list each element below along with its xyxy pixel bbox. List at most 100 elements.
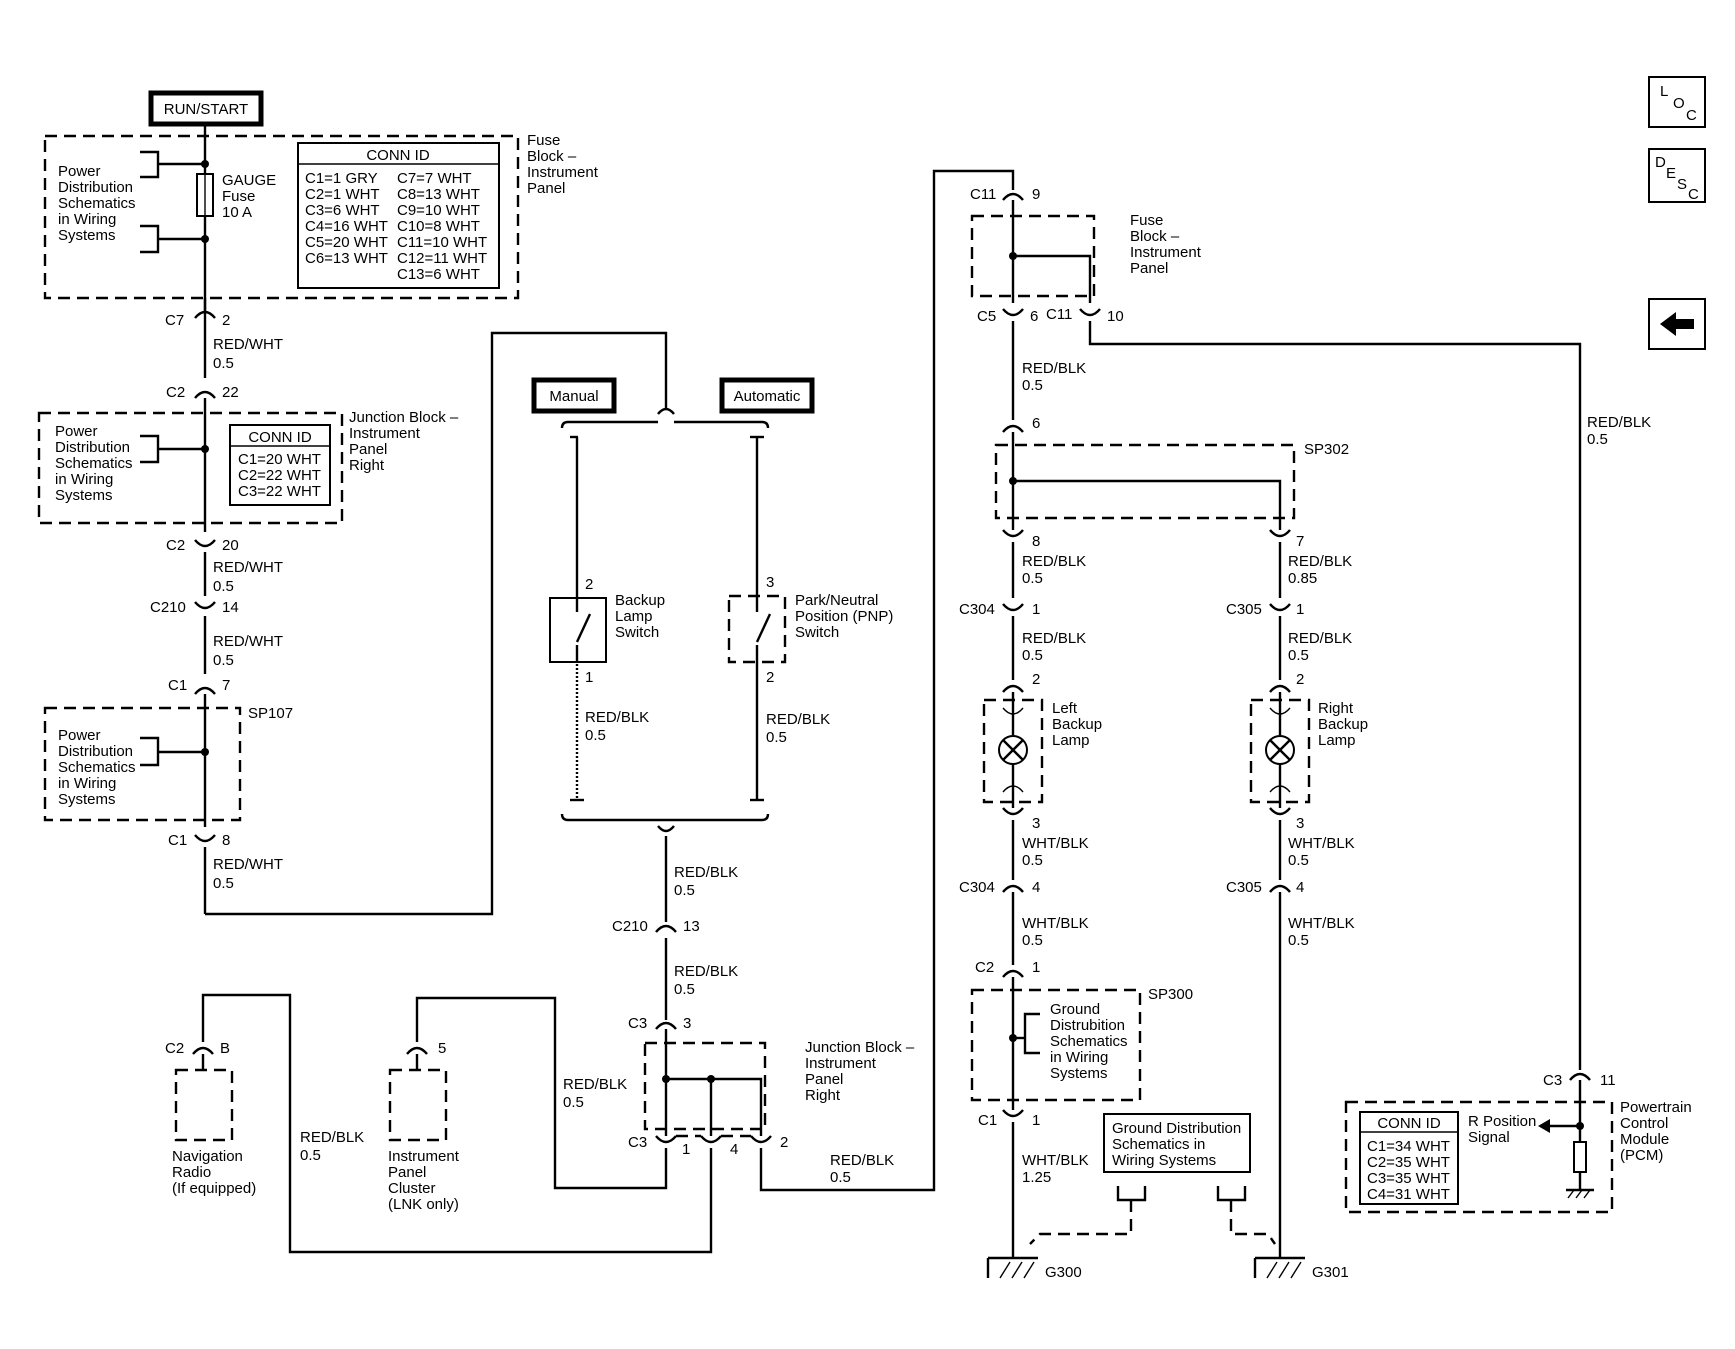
lamp-section: C11 9 Fuse Block – Instrument Panel C5 6… <box>959 186 1692 1281</box>
svg-text:Fuse: Fuse <box>1130 212 1163 229</box>
svg-text:(LNK only): (LNK only) <box>388 1196 459 1213</box>
svg-text:0.5: 0.5 <box>300 1147 321 1164</box>
svg-text:C7: C7 <box>165 312 184 329</box>
svg-text:in Wiring: in Wiring <box>55 471 113 488</box>
svg-text:0.5: 0.5 <box>1022 852 1043 869</box>
svg-text:C4=16 WHT: C4=16 WHT <box>305 218 388 235</box>
svg-text:2: 2 <box>222 312 230 329</box>
connector-c305-4: C305 4 <box>1226 879 1304 896</box>
svg-text:C3=35 WHT: C3=35 WHT <box>1367 1170 1450 1187</box>
svg-text:C9=10 WHT: C9=10 WHT <box>397 202 480 219</box>
svg-text:0.5: 0.5 <box>1587 431 1608 448</box>
svg-text:C3=22 WHT: C3=22 WHT <box>238 483 321 500</box>
svg-text:3: 3 <box>683 1015 691 1032</box>
svg-text:0.5: 0.5 <box>213 875 234 892</box>
svg-text:CONN ID: CONN ID <box>248 429 312 446</box>
svg-text:Module: Module <box>1620 1131 1669 1148</box>
connector-c1-8: C1 8 <box>168 832 230 849</box>
svg-text:Panel: Panel <box>527 180 565 197</box>
svg-text:Lamp: Lamp <box>615 608 653 625</box>
svg-text:in Wiring: in Wiring <box>58 211 116 228</box>
svg-text:Distribution: Distribution <box>58 743 133 760</box>
svg-text:C3: C3 <box>1543 1072 1562 1089</box>
svg-text:Instrument: Instrument <box>805 1055 877 1072</box>
svg-text:Wiring Systems: Wiring Systems <box>1112 1152 1216 1169</box>
svg-text:C: C <box>1688 186 1699 203</box>
svg-text:1: 1 <box>1296 601 1304 618</box>
svg-text:0.5: 0.5 <box>213 652 234 669</box>
right-backup-lamp: 2 Right Backup Lamp 3 <box>1249 671 1368 832</box>
svg-text:Radio: Radio <box>172 1164 211 1181</box>
svg-text:Lamp: Lamp <box>1052 732 1090 749</box>
loc-button[interactable]: L O C <box>1648 76 1706 128</box>
svg-text:O: O <box>1673 95 1685 112</box>
connector-c305-1: C305 1 <box>1226 601 1304 618</box>
switch-section: Manual Automatic 2 1 Backup Lamp Switch <box>165 169 1015 1254</box>
svg-text:1: 1 <box>1032 1112 1040 1129</box>
svg-text:Lamp: Lamp <box>1318 732 1356 749</box>
connector-c2-20: C2 20 <box>166 537 239 554</box>
pcm-outline <box>1344 1100 1614 1214</box>
svg-text:C2: C2 <box>166 537 185 554</box>
svg-text:C1: C1 <box>168 832 187 849</box>
connector-c11-10: C11 10 <box>1046 306 1124 325</box>
sp300-outline <box>970 988 1142 1102</box>
connector-c1-1: C1 1 <box>978 1109 1040 1129</box>
svg-text:Instrument: Instrument <box>349 425 421 442</box>
svg-text:C11=10 WHT: C11=10 WHT <box>397 234 487 251</box>
desc-button[interactable]: D E S C <box>1648 148 1706 203</box>
svg-text:Instrument: Instrument <box>388 1148 460 1165</box>
svg-text:Power: Power <box>58 163 101 180</box>
svg-text:6: 6 <box>1030 308 1038 325</box>
svg-text:0.5: 0.5 <box>1022 647 1043 664</box>
svg-text:WHT/BLK: WHT/BLK <box>1022 915 1089 932</box>
wire-label: RED/WHT <box>213 336 283 353</box>
svg-text:D: D <box>1655 154 1666 171</box>
svg-text:WHT/BLK: WHT/BLK <box>1022 1152 1089 1169</box>
svg-text:Ground Distribution: Ground Distribution <box>1112 1120 1241 1137</box>
svg-text:Right: Right <box>805 1087 841 1104</box>
connector-sp302-out: 8 7 <box>1002 529 1304 550</box>
svg-text:0.5: 0.5 <box>1288 852 1309 869</box>
manual-label: Manual <box>549 388 598 405</box>
svg-text:Right: Right <box>349 457 385 474</box>
svg-text:5: 5 <box>438 1040 446 1057</box>
svg-text:L: L <box>1660 83 1668 100</box>
connector-pcm-c3-11: C3 11 <box>1543 1072 1616 1089</box>
connector-c7: C7 2 <box>165 298 230 329</box>
svg-text:E: E <box>1666 165 1676 182</box>
svg-text:C6=13 WHT: C6=13 WHT <box>305 250 388 267</box>
svg-text:RED/BLK: RED/BLK <box>1288 630 1352 647</box>
svg-text:6: 6 <box>1032 415 1040 432</box>
svg-text:Block –: Block – <box>527 148 577 165</box>
svg-text:Backup: Backup <box>1318 716 1368 733</box>
power-distribution-ref-3: Power Distribution Schematics in Wiring … <box>58 727 209 808</box>
svg-text:Systems: Systems <box>1050 1065 1108 1082</box>
svg-text:C8=13 WHT: C8=13 WHT <box>397 186 480 203</box>
connector-sp302-in: 6 <box>1002 415 1040 433</box>
svg-text:C2=35 WHT: C2=35 WHT <box>1367 1154 1450 1171</box>
svg-text:C12=11 WHT: C12=11 WHT <box>397 250 487 267</box>
ground-g300: G300 <box>986 1256 1082 1281</box>
connector-c5-6: C5 6 <box>977 308 1038 325</box>
svg-text:C3: C3 <box>628 1015 647 1032</box>
svg-text:GAUGE: GAUGE <box>222 172 276 189</box>
svg-text:RED/BLK: RED/BLK <box>1022 630 1086 647</box>
sp107-label: SP107 <box>248 705 293 722</box>
svg-text:C2: C2 <box>975 959 994 976</box>
fuse-block-ip-right-label: Fuse Block – Instrument Panel <box>1130 212 1202 277</box>
svg-text:in Wiring: in Wiring <box>1050 1049 1108 1066</box>
connector-c210-14: C210 14 <box>150 599 239 616</box>
svg-text:C3=6 WHT: C3=6 WHT <box>305 202 380 219</box>
navigation-radio: C2 B Navigation Radio (If equipped) <box>165 1040 256 1197</box>
svg-text:7: 7 <box>222 677 230 694</box>
svg-text:11: 11 <box>1600 1072 1616 1089</box>
sp302-outline <box>994 443 1296 520</box>
svg-text:1: 1 <box>682 1141 690 1158</box>
svg-text:0.5: 0.5 <box>1022 932 1043 949</box>
svg-text:Distribution: Distribution <box>58 179 133 196</box>
svg-text:Systems: Systems <box>58 227 116 244</box>
svg-text:8: 8 <box>222 832 230 849</box>
svg-text:G301: G301 <box>1312 1264 1349 1281</box>
back-button[interactable] <box>1648 298 1706 350</box>
